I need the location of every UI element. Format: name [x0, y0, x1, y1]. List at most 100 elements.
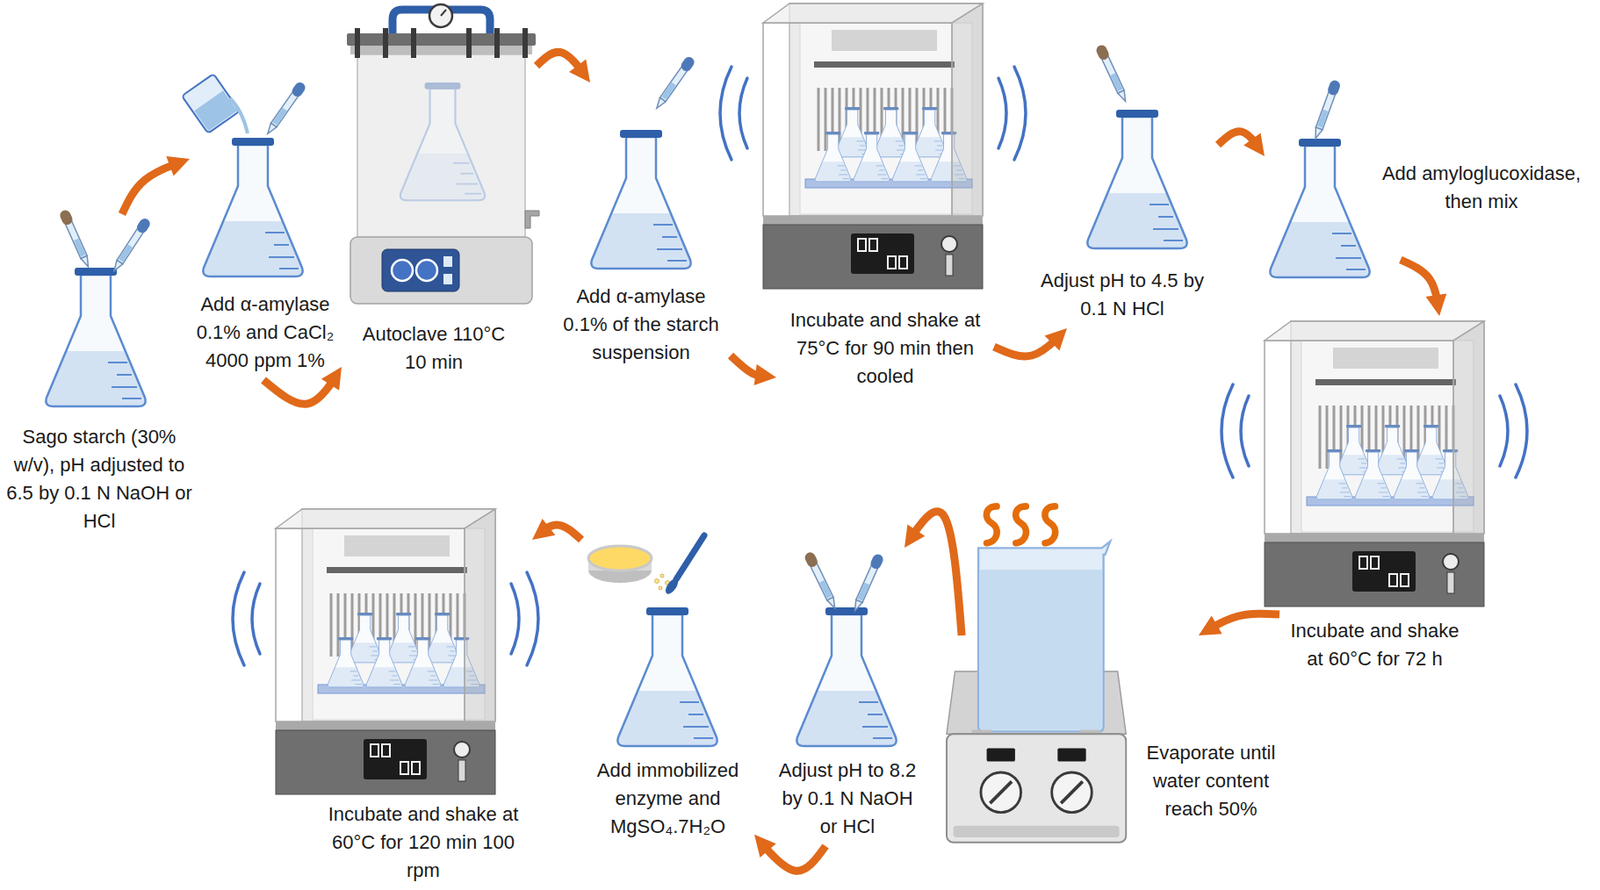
step-caption: Add α-amylase 0.1% of the starch suspens… — [556, 282, 726, 368]
process-arrow — [263, 367, 342, 404]
process-step: Incubate and shake at 75°C for 90 min th… — [781, 3, 989, 391]
dropper — [850, 553, 885, 614]
process-arrow — [532, 518, 582, 541]
arrow-shaft — [904, 511, 962, 636]
flask — [1269, 138, 1370, 278]
illustration-part — [658, 586, 663, 591]
illustration-part — [443, 273, 453, 285]
illustration-part — [525, 210, 540, 229]
illustration-part — [1016, 506, 1027, 544]
process-arrow — [994, 328, 1067, 357]
arrow-head — [1045, 328, 1067, 351]
dropper — [109, 216, 152, 274]
illustration-part — [429, 4, 453, 28]
arrow-shaft — [536, 51, 591, 83]
step-caption: Evaporate until water content reach 50% — [1141, 739, 1281, 824]
flask — [202, 137, 303, 277]
step-caption: Incubate and shake at 60°C for 120 min 1… — [319, 800, 527, 886]
shaking-incubator — [1221, 321, 1528, 607]
dropper — [1095, 43, 1131, 104]
flask — [617, 607, 717, 747]
illustration-part — [357, 54, 526, 241]
dropper — [1310, 79, 1341, 141]
arrow-head — [754, 835, 777, 858]
arrow-shaft — [1198, 613, 1280, 636]
process-step: Incubate and shake at 60°C for 72 h — [1284, 321, 1465, 674]
process-step: Add amyloglucoxidase, then mix — [1269, 87, 1590, 255]
illustration-part — [1052, 772, 1093, 814]
petri-dish — [588, 546, 671, 591]
step-caption: Autoclave 110°C 10 min — [354, 320, 513, 377]
step-caption: Add amyloglucoxidase, then mix — [1373, 159, 1590, 217]
illustration-part — [978, 541, 1110, 733]
illustration-part — [978, 541, 1110, 733]
process-arrow — [754, 835, 826, 872]
process-arrow — [536, 51, 591, 83]
illustration-part — [381, 249, 460, 292]
arrow-shaft — [754, 835, 826, 872]
illustration-part — [1045, 506, 1056, 544]
spatula-blade — [663, 576, 681, 597]
flask — [1087, 109, 1187, 249]
step-caption: Add α-amylase 0.1% and CaCl₂ 4000 ppm 1% — [194, 290, 336, 375]
process-arrow — [1400, 259, 1447, 317]
flask — [590, 129, 691, 269]
flask — [45, 267, 145, 407]
dropper — [652, 55, 697, 112]
illustration-part — [588, 546, 652, 571]
arrow-shaft — [263, 367, 342, 404]
illustration-part — [987, 748, 1016, 762]
arrow-head — [1198, 616, 1223, 636]
arrow-head — [904, 524, 925, 548]
arrow-head — [754, 364, 777, 386]
dropper — [58, 209, 94, 270]
arrow-shaft — [994, 328, 1067, 357]
illustration-part — [986, 506, 997, 544]
spatula — [676, 535, 705, 580]
process-arrow — [904, 511, 962, 636]
step-caption: Adjust pH to 8.2 by 0.1 N NaOH or HCl — [771, 756, 923, 842]
process-step: Adjust pH to 4.5 by 0.1 N HCl — [1031, 35, 1213, 324]
illustration-part — [953, 826, 1120, 838]
illustration-part — [946, 734, 1126, 844]
step-caption: Add immobilized enzyme and MgSO₄.7H₂O — [586, 756, 750, 842]
process-step: Add α-amylase 0.1% of the starch suspens… — [556, 87, 726, 368]
illustration-part — [440, 9, 447, 16]
arrow-head — [569, 59, 591, 83]
pour-stream — [230, 98, 248, 134]
process-step: Add immobilized enzyme and MgSO₄.7H₂O — [586, 526, 750, 842]
process-step: Sago starch (30% w/v), pH adjusted to 6.… — [3, 219, 195, 536]
measuring-cup — [181, 73, 240, 134]
illustration-part — [989, 781, 1012, 804]
process-step: Adjust pH to 8.2 by 0.1 N NaOH or HCl — [771, 553, 923, 842]
shaking-incubator — [232, 509, 539, 795]
illustration-part — [350, 45, 533, 55]
illustration-part — [400, 82, 485, 201]
arrow-shaft — [1218, 131, 1265, 157]
illustration-part — [350, 237, 533, 304]
arrow-head — [165, 156, 190, 177]
process-arrow — [122, 156, 190, 215]
illustration-part — [1060, 781, 1083, 804]
flask — [796, 607, 896, 747]
step-caption: Adjust pH to 4.5 by 0.1 N HCl — [1031, 266, 1213, 324]
illustration-part — [980, 569, 1103, 730]
illustration-part — [357, 28, 526, 58]
process-step: Incubate and shake at 60°C for 120 min 1… — [275, 509, 527, 886]
illustration-part — [416, 259, 438, 282]
process-arrow — [730, 355, 777, 386]
illustration-part — [655, 579, 660, 584]
process-step: Add α-amylase 0.1% and CaCl₂ 4000 ppm 1% — [194, 79, 336, 375]
illustration-part — [443, 256, 453, 267]
arrow-head — [532, 518, 555, 541]
dropper — [263, 80, 308, 137]
hot-plate — [946, 506, 1126, 844]
process-arrow — [1198, 613, 1280, 636]
dropper — [803, 550, 840, 611]
step-caption: Sago starch (30% w/v), pH adjusted to 6.… — [3, 423, 195, 536]
illustration-part — [660, 574, 664, 578]
shaking-incubator — [720, 3, 1026, 289]
